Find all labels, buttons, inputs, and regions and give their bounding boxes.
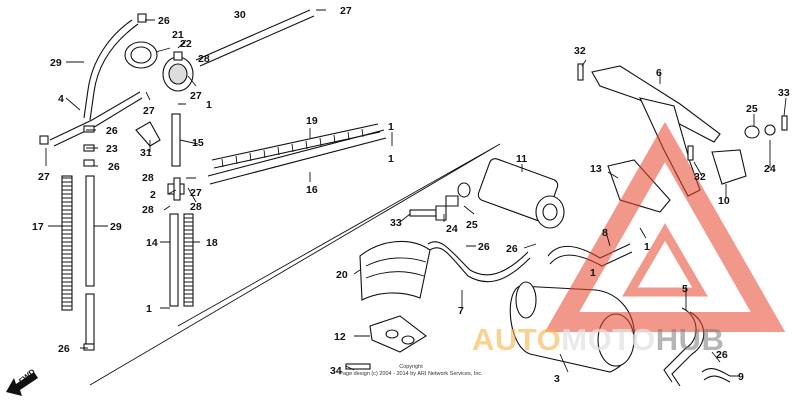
callout-28-b: 28 bbox=[142, 172, 154, 184]
callout-9: 9 bbox=[738, 371, 744, 383]
callout-20: 20 bbox=[336, 269, 348, 281]
callout-33-a: 33 bbox=[390, 217, 402, 229]
actuator-11 bbox=[477, 158, 565, 229]
copyright-line-1: Copyright bbox=[399, 364, 423, 370]
callout-26-g: 26 bbox=[716, 349, 728, 361]
callout-27-e: 27 bbox=[190, 187, 202, 199]
callout-27-b: 27 bbox=[190, 90, 202, 102]
callout-1-d: 1 bbox=[388, 153, 394, 165]
bolts-33-24-25 bbox=[409, 182, 471, 221]
callout-14: 14 bbox=[146, 237, 158, 249]
callout-4: 4 bbox=[58, 93, 64, 105]
hose-9 bbox=[701, 368, 731, 383]
hose-29-bottom bbox=[85, 293, 95, 345]
callout-1-c: 1 bbox=[388, 121, 394, 133]
callout-26-f: 26 bbox=[506, 243, 518, 255]
watermark-part-3: HUB bbox=[655, 322, 725, 357]
callout-26-b: 26 bbox=[106, 125, 118, 137]
callout-25-b: 25 bbox=[746, 103, 758, 115]
callout-8: 8 bbox=[602, 227, 608, 239]
callout-29-a: 29 bbox=[50, 57, 62, 69]
hose-29-lower bbox=[85, 175, 95, 287]
bracket-31 bbox=[135, 121, 161, 147]
hose-15 bbox=[171, 113, 181, 167]
callout-31: 31 bbox=[140, 147, 152, 159]
callout-1-e: 1 bbox=[644, 241, 650, 253]
callout-15: 15 bbox=[192, 137, 204, 149]
callout-32-b: 32 bbox=[694, 171, 706, 183]
bracket-12 bbox=[369, 315, 427, 353]
callout-leaders bbox=[45, 9, 787, 377]
callout-23: 23 bbox=[106, 143, 118, 155]
callout-28-a: 28 bbox=[198, 53, 210, 65]
callout-25-a: 25 bbox=[466, 219, 478, 231]
hose-30 bbox=[195, 9, 315, 67]
callout-19: 19 bbox=[306, 115, 318, 127]
copyright-line-2: Page design (c) 2004 - 2014 by ARI Netwo… bbox=[339, 371, 483, 377]
hose-29-upper bbox=[83, 19, 139, 121]
callout-22: 22 bbox=[180, 38, 192, 50]
hose-16 bbox=[207, 129, 387, 185]
callout-29-b: 29 bbox=[110, 221, 122, 233]
clamp-22 bbox=[124, 41, 158, 69]
callout-26-c: 26 bbox=[108, 161, 120, 173]
callout-27-a: 27 bbox=[340, 5, 352, 17]
callout-33-b: 33 bbox=[778, 87, 790, 99]
callout-10: 10 bbox=[718, 195, 730, 207]
fwd-arrow bbox=[6, 372, 38, 396]
hose-7 bbox=[427, 241, 531, 283]
callout-28-d: 28 bbox=[190, 201, 202, 213]
hose-4 bbox=[49, 91, 143, 147]
callout-30: 30 bbox=[234, 9, 246, 21]
callout-17: 17 bbox=[32, 221, 44, 233]
callout-5: 5 bbox=[682, 283, 688, 295]
callout-3: 3 bbox=[554, 373, 560, 385]
callout-32-a: 32 bbox=[574, 45, 586, 57]
heat-shield-20-ribs bbox=[365, 257, 427, 279]
joint-2 bbox=[167, 177, 185, 201]
watermark-logo-triangle bbox=[544, 121, 786, 332]
callout-1-b: 1 bbox=[146, 303, 152, 315]
outline-rail bbox=[89, 143, 501, 386]
callout-6: 6 bbox=[656, 67, 662, 79]
callout-24-b: 24 bbox=[764, 163, 776, 175]
callout-2: 2 bbox=[150, 189, 156, 201]
heat-shield-20 bbox=[359, 240, 431, 301]
callout-26-d: 26 bbox=[58, 343, 70, 355]
bracket-10 bbox=[711, 149, 747, 185]
hose-18 bbox=[183, 213, 194, 307]
hose-14 bbox=[169, 213, 179, 307]
watermark-part-2: MOTO bbox=[561, 322, 656, 357]
callout-1-f: 1 bbox=[590, 267, 596, 279]
watermark-text: AUTOMOTOHUB bbox=[472, 322, 724, 358]
callout-27-c: 27 bbox=[143, 105, 155, 117]
callout-7: 7 bbox=[458, 305, 464, 317]
copyright-notice: Copyright Page design (c) 2004 - 2014 by… bbox=[316, 364, 506, 378]
callout-16: 16 bbox=[306, 184, 318, 196]
callout-12: 12 bbox=[334, 331, 346, 343]
purge-valve-21 bbox=[162, 51, 194, 92]
watermark-part-1: AUTO bbox=[472, 322, 562, 357]
callout-34: 34 bbox=[330, 365, 342, 377]
hose-17 bbox=[61, 175, 73, 311]
callout-27-d: 27 bbox=[38, 171, 50, 183]
callout-24-a: 24 bbox=[446, 223, 458, 235]
callout-28-c: 28 bbox=[142, 204, 154, 216]
callout-13: 13 bbox=[590, 163, 602, 175]
callout-11: 11 bbox=[516, 153, 527, 165]
callout-21: 21 bbox=[172, 29, 184, 41]
bolts-right bbox=[577, 63, 788, 161]
callout-26-e: 26 bbox=[478, 241, 490, 253]
callout-26-a: 26 bbox=[158, 15, 170, 27]
callout-18: 18 bbox=[206, 237, 218, 249]
callout-1-a: 1 bbox=[206, 99, 212, 111]
